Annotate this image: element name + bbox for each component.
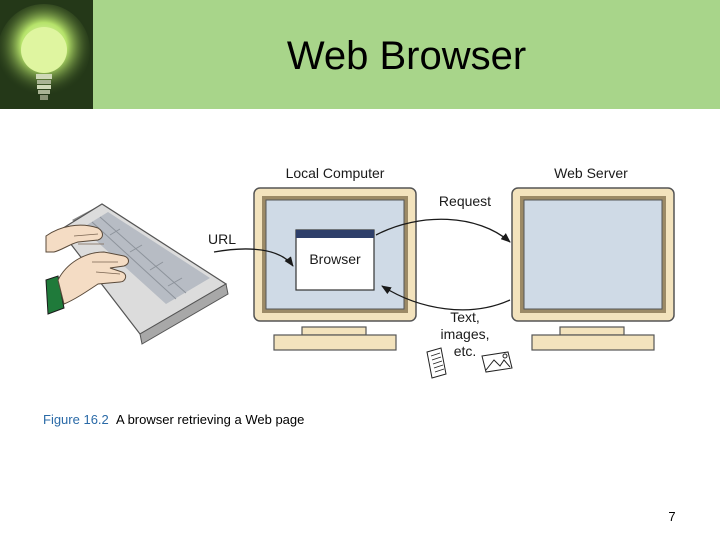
request-label: Request (439, 193, 491, 209)
web-server-label: Web Server (554, 165, 628, 181)
figure-caption: Figure 16.2 A browser retrieving a Web p… (43, 412, 304, 427)
title-bar (0, 0, 720, 109)
response-label-line-1: Text, (450, 309, 480, 325)
slide-title: Web Browser (286, 34, 527, 78)
response-arrow (381, 285, 511, 311)
lightbulb-logo (0, 0, 93, 109)
document-icon (426, 347, 447, 379)
hands-illustration (45, 224, 129, 315)
url-arrow (213, 248, 294, 267)
browser-label: Browser (309, 251, 361, 267)
url-label: URL (208, 231, 236, 247)
response-label-line-3: etc. (454, 343, 477, 359)
figure-number: Figure 16.2 (43, 412, 109, 427)
figure-caption-text: A browser retrieving a Web page (116, 412, 305, 427)
response-label-line-2: images, (440, 326, 489, 342)
image-icon (481, 351, 513, 373)
request-arrow (375, 218, 511, 243)
local-computer-label: Local Computer (286, 165, 385, 181)
page-number: 7 (668, 509, 676, 524)
browser-window (295, 229, 375, 291)
web-server-monitor (511, 187, 675, 351)
